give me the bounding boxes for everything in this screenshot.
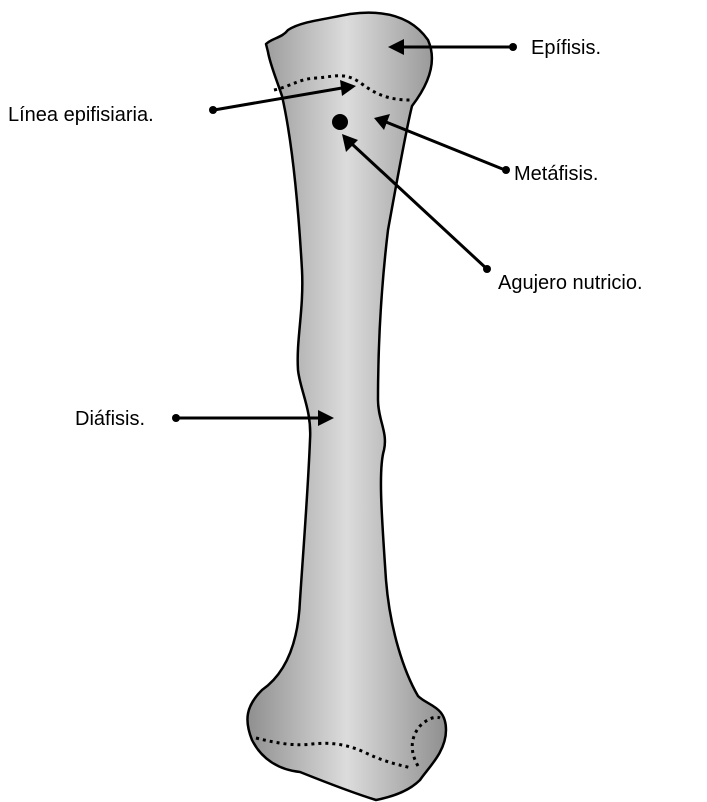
label-diafisis: Diáfisis. (75, 408, 145, 430)
nutrient-foramen (332, 114, 348, 130)
label-agujero-nutricio: Agujero nutricio. (498, 272, 643, 294)
pointer-dot (172, 414, 180, 422)
pointer-dot (209, 106, 217, 114)
pointer-dot (483, 265, 491, 273)
long-bone (247, 13, 446, 800)
label-linea-epifisiaria: Línea epifisiaria. (8, 104, 154, 126)
pointer-dot (502, 166, 510, 174)
pointer-dot (509, 43, 517, 51)
label-metafisis: Metáfisis. (514, 163, 598, 185)
label-epifisis: Epífisis. (531, 37, 601, 59)
